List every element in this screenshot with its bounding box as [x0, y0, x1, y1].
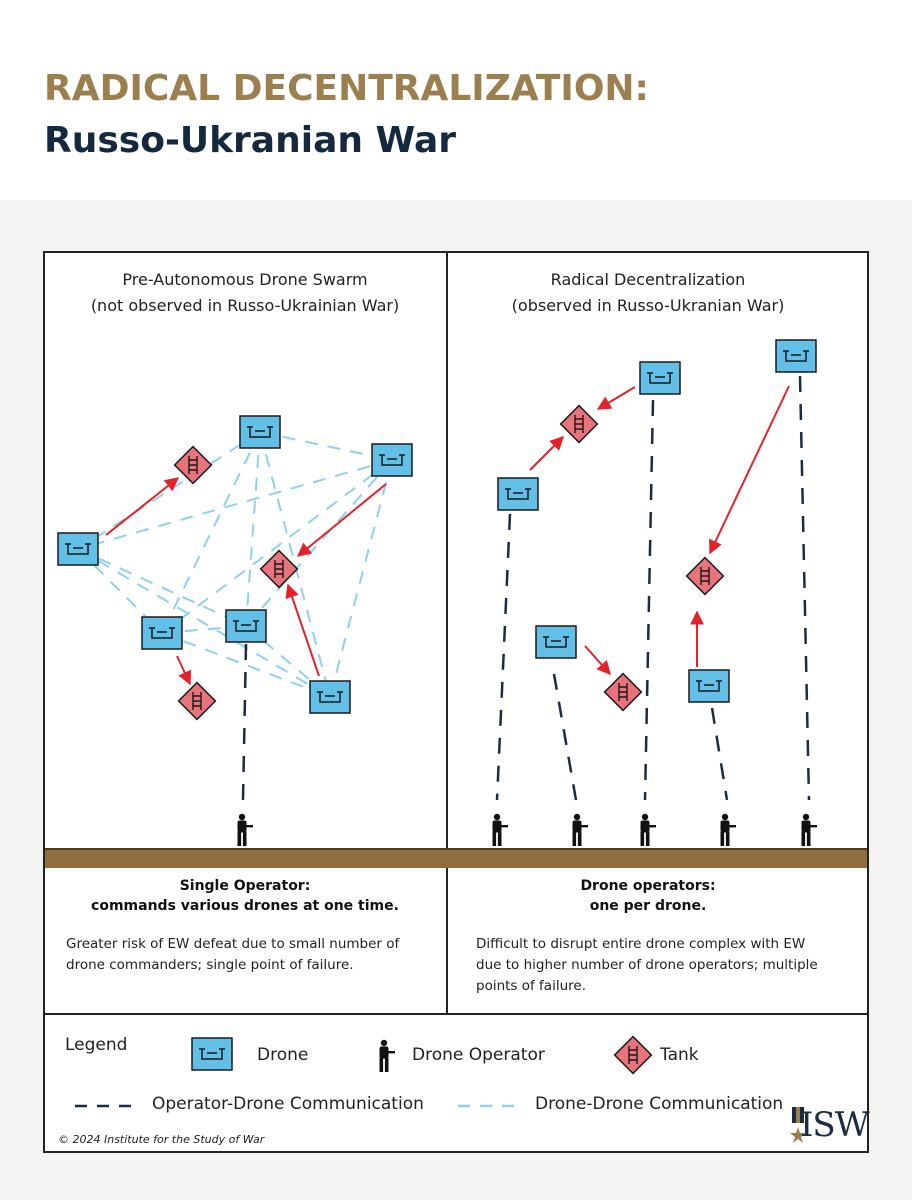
attack-arrows — [105, 385, 790, 686]
drone-icon — [309, 680, 351, 714]
isw-medal-icon — [790, 1107, 806, 1143]
attack-arrow — [296, 483, 387, 557]
drone-icon — [57, 532, 99, 566]
tank-icon — [259, 549, 299, 589]
drone-icon — [225, 609, 267, 643]
drone-icon — [141, 616, 183, 650]
drone-icon — [688, 669, 730, 703]
drone-icon — [639, 361, 681, 395]
drone-link — [161, 459, 393, 634]
legend-tank-icon — [613, 1035, 653, 1075]
ground-strip — [45, 848, 867, 868]
copyright-text: © 2024 Institute for the Study of War — [58, 1133, 265, 1146]
right-caption-2: due to higher number of drone operators;… — [476, 957, 818, 973]
operator-link — [798, 375, 811, 801]
right-caption-1: Difficult to disrupt entire drone comple… — [476, 936, 806, 952]
right-panel-title-1: Radical Decentralization — [550, 270, 746, 289]
attack-arrow — [709, 385, 790, 555]
attack-arrow — [285, 583, 320, 677]
tank-icon — [173, 445, 213, 485]
right-caption-bold-2: one per drone. — [589, 898, 707, 914]
right-caption-3: points of failure. — [476, 978, 586, 994]
operator-link — [643, 399, 655, 801]
drone-icon — [775, 339, 817, 373]
left-drone-drone-links — [77, 431, 393, 698]
soldier-icon — [492, 813, 508, 846]
tank-icon — [685, 556, 725, 596]
soldier-icon — [237, 813, 253, 846]
right-caption-bold-1: Drone operators: — [580, 878, 716, 894]
tank-icon — [559, 404, 599, 444]
left-caption-bold-2: commands various drones at one time. — [91, 898, 399, 914]
drone-link — [161, 632, 331, 698]
attack-arrow — [584, 645, 611, 676]
legend-operator-link-label: Operator-Drone Communication — [152, 1094, 424, 1114]
soldier-icon — [720, 813, 736, 846]
ground-line — [45, 848, 867, 850]
tank-icon — [603, 672, 643, 712]
drone-icon — [239, 415, 281, 449]
drone-link — [245, 625, 331, 698]
legend-drone-link-label: Drone-Drone Communication — [535, 1094, 784, 1114]
tank-icon — [177, 681, 217, 721]
attack-arrow — [176, 655, 192, 686]
drone-link — [161, 431, 261, 634]
drone-icon — [371, 443, 413, 477]
attack-arrow — [105, 477, 180, 536]
title-line-1: RADICAL DECENTRALIZATION: — [44, 68, 649, 109]
legend-drone-icon — [191, 1037, 233, 1071]
drone-icon — [497, 477, 539, 511]
attack-arrow — [529, 436, 564, 471]
soldier-icon — [801, 813, 817, 846]
legend-heading: Legend — [65, 1035, 128, 1055]
left-caption-2: drone commanders; single point of failur… — [66, 957, 354, 973]
panel-divider — [446, 251, 448, 1014]
operator-link — [552, 673, 578, 801]
legend-separator — [43, 1013, 869, 1015]
drone-link — [77, 548, 331, 698]
left-panel-title-1: Pre-Autonomous Drone Swarm — [122, 270, 368, 289]
drone-link — [245, 431, 261, 627]
legend-drone-label: Drone — [257, 1045, 309, 1065]
isw-logo-text: ISW — [800, 1105, 870, 1145]
drone-link — [77, 431, 261, 550]
left-caption-1: Greater risk of EW defeat due to small n… — [66, 936, 400, 952]
title-line-2: Russo-Ukranian War — [44, 120, 456, 161]
drone-link — [245, 459, 393, 627]
attack-arrow — [596, 386, 636, 410]
legend-soldier-icon — [379, 1039, 395, 1072]
drone-link — [329, 459, 393, 698]
operator-link — [495, 513, 512, 801]
soldier-icon — [572, 813, 588, 846]
left-panel-title-2: (not observed in Russo-Ukrainian War) — [90, 296, 400, 315]
operator-link — [710, 707, 729, 801]
header-background — [0, 0, 912, 200]
legend-tank-label: Tank — [660, 1045, 699, 1065]
left-caption-bold-1: Single Operator: — [179, 878, 311, 894]
drone-icon — [535, 625, 577, 659]
drone-link — [77, 459, 393, 550]
operator-link — [241, 643, 248, 801]
right-panel-title-2: (observed in Russo-Ukranian War) — [511, 296, 785, 315]
operator-drone-links — [241, 375, 811, 801]
drone-link — [77, 548, 247, 627]
soldier-icon — [640, 813, 656, 846]
legend-operator-label: Drone Operator — [412, 1045, 545, 1065]
